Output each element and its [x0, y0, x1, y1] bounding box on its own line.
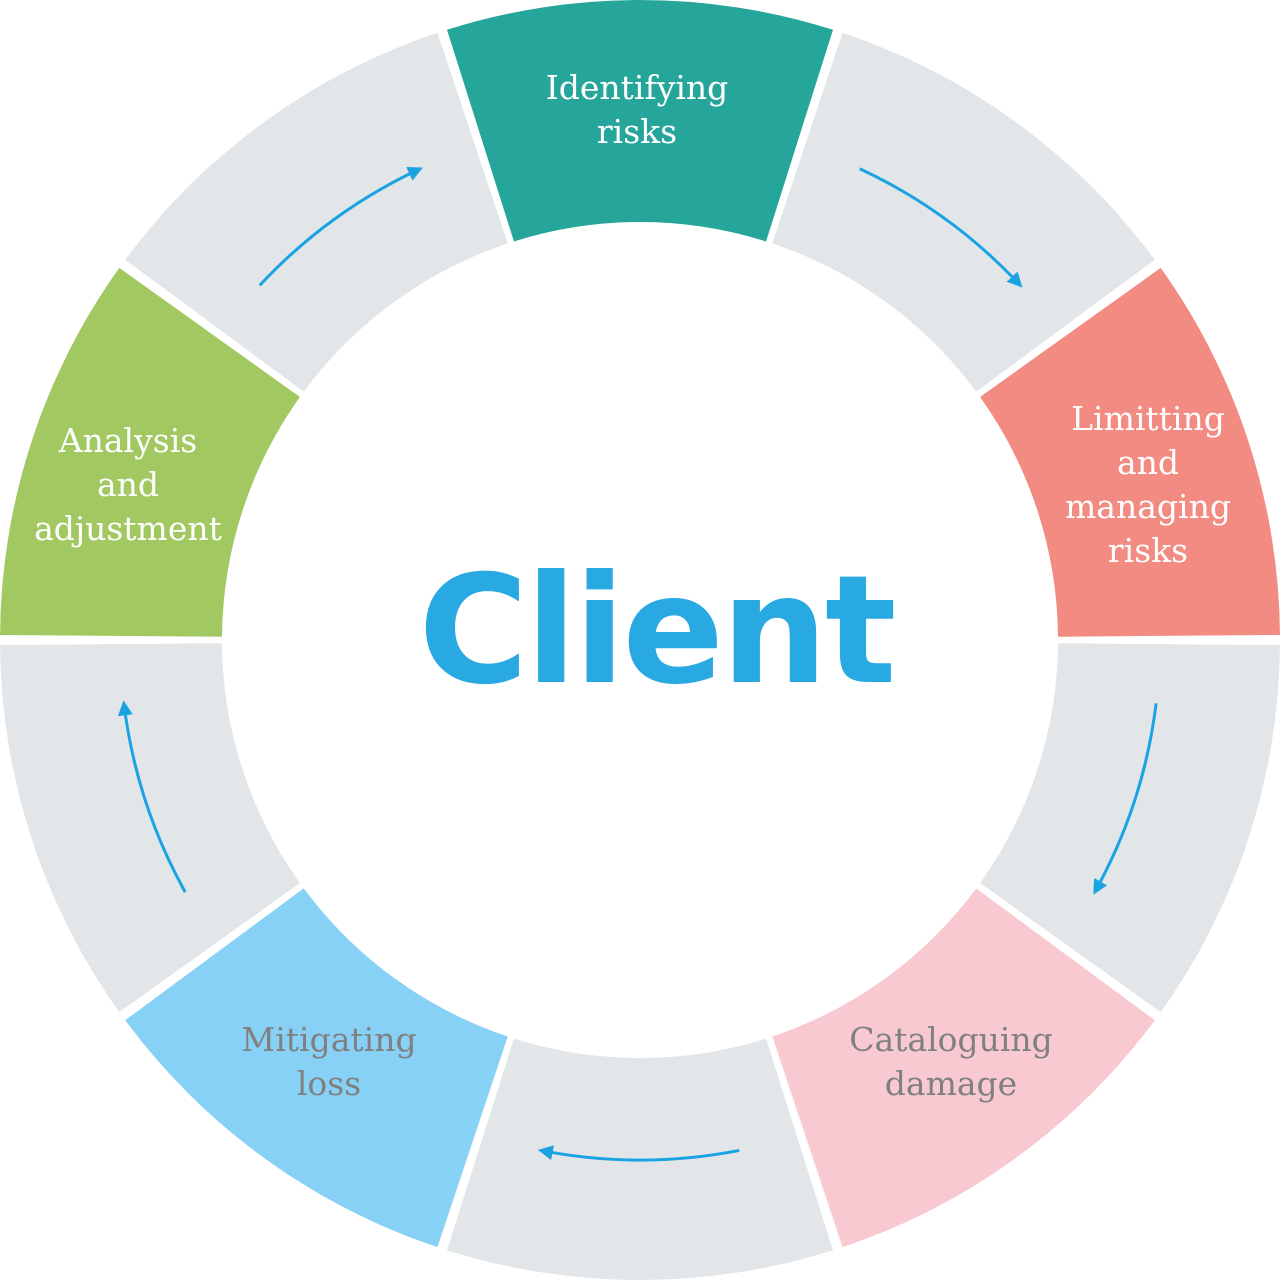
step-label-line: Identifying: [546, 68, 729, 107]
step-label-cataloguing: Cataloguing damage: [849, 1020, 1053, 1103]
flow-arrow-2: [1093, 703, 1158, 895]
connector-segment-4: [0, 643, 300, 1013]
step-label-line: loss: [297, 1064, 361, 1103]
step-label-line: damage: [885, 1064, 1017, 1103]
center-client-label: Client: [418, 544, 893, 718]
connector-segment-5: [125, 32, 508, 392]
segment-limiting: [980, 267, 1280, 637]
connector-segment-1: [772, 32, 1155, 392]
segment-identifying: [447, 0, 833, 242]
segment-analysis: [0, 267, 300, 637]
step-label-line: Limitting: [1071, 399, 1225, 438]
step-label-line: managing: [1065, 487, 1231, 526]
step-label-mitigating: Mitigating loss: [241, 1020, 416, 1103]
step-label-line: Analysis: [58, 421, 197, 460]
step-label-line: Cataloguing: [849, 1020, 1053, 1059]
step-label-identifying: Identifying risks: [546, 68, 729, 151]
step-label-line: risks: [597, 112, 677, 151]
connector-segment-2: [980, 643, 1280, 1013]
step-label-line: and: [97, 465, 159, 504]
segment-mitigating: [125, 888, 508, 1248]
flow-arrow-1: [859, 167, 1023, 288]
flow-arrow-3: [537, 1145, 740, 1162]
step-label-line: risks: [1108, 531, 1188, 570]
flow-arrow-4: [117, 700, 187, 893]
segment-cataloguing: [772, 888, 1155, 1248]
step-label-limiting: Limitting and managing risks: [1065, 399, 1231, 570]
step-label-line: adjustment: [34, 509, 222, 548]
step-label-analysis: Analysis and adjustment: [34, 421, 222, 548]
step-label-line: and: [1117, 443, 1179, 482]
step-label-line: Mitigating: [241, 1020, 416, 1059]
flow-arrow-5: [258, 166, 423, 287]
